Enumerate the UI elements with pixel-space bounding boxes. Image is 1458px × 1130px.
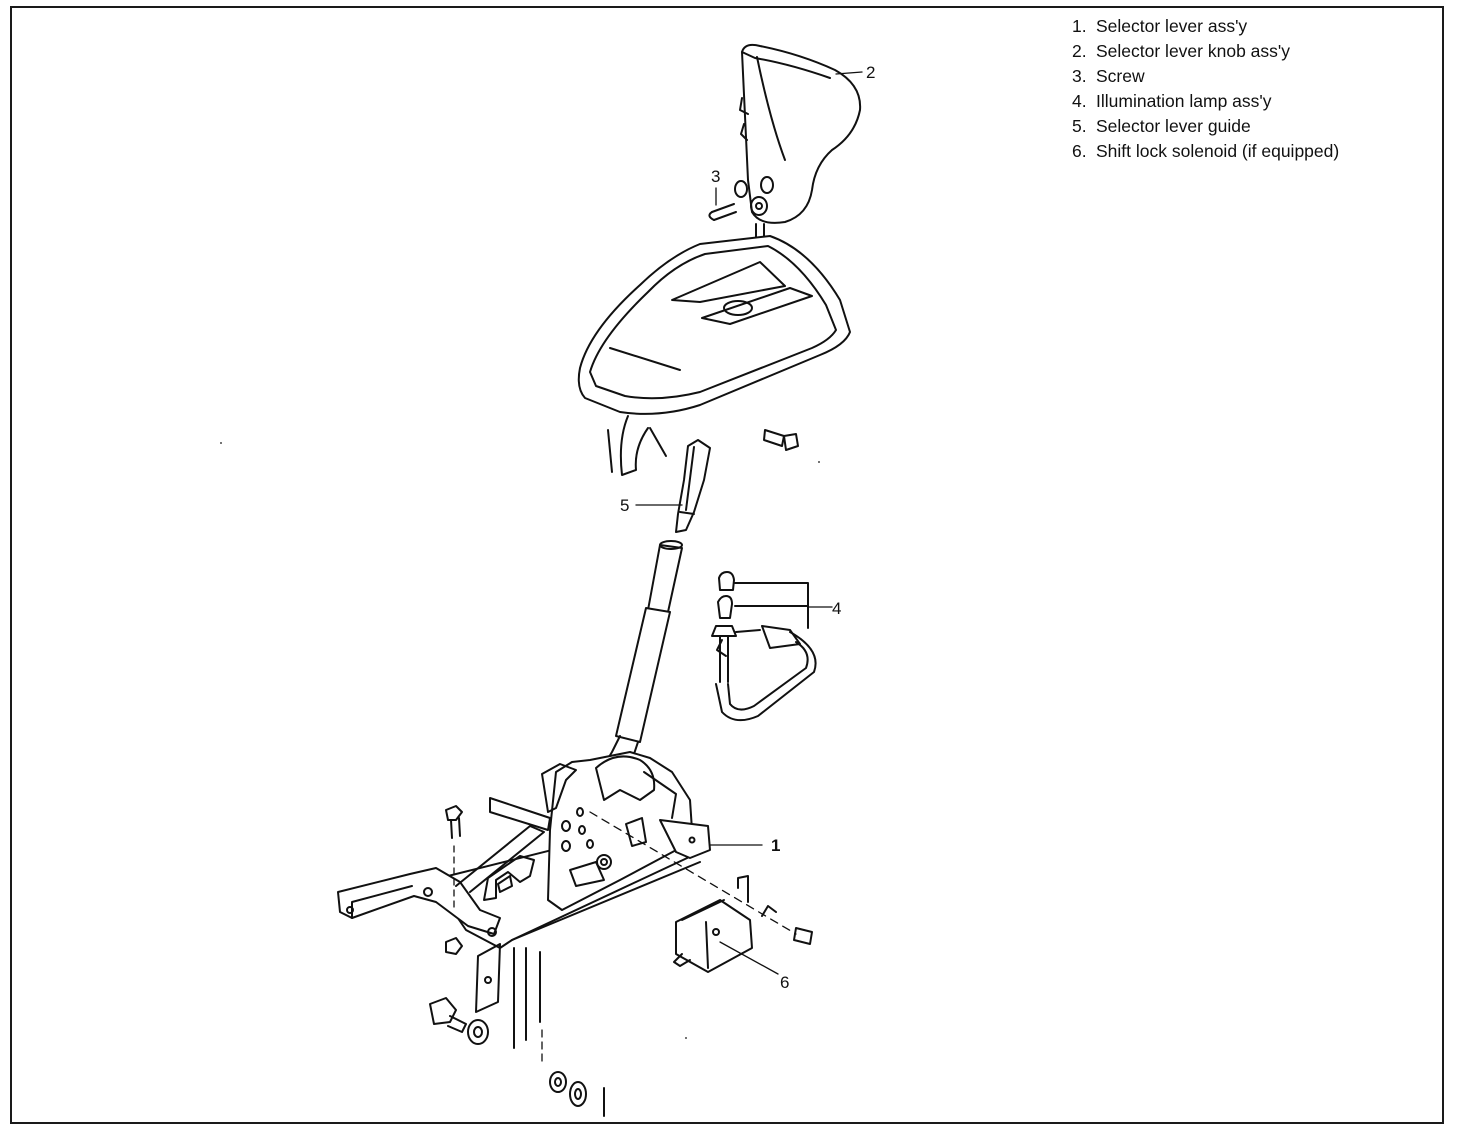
knob-screw xyxy=(708,176,774,221)
selector-lever-knob xyxy=(739,43,863,243)
selector-lever-rod xyxy=(605,540,683,763)
cover-bolt xyxy=(763,429,799,451)
legend-item-4: 4.Illumination lamp ass'y xyxy=(1072,91,1272,111)
bracket-bolt xyxy=(445,805,463,955)
legend-item-1: 1.Selector lever ass'y xyxy=(1072,16,1248,36)
lower-fasteners xyxy=(429,997,605,1117)
selector-lever-base xyxy=(337,751,763,1049)
legend-item-5: 5.Selector lever guide xyxy=(1072,116,1251,136)
console-cover xyxy=(577,235,851,476)
selector-lever-guide xyxy=(635,439,711,533)
callout-3: 3 xyxy=(711,167,720,186)
scan-marks xyxy=(220,442,820,1039)
legend-item-6: 6.Shift lock solenoid (if equipped) xyxy=(1072,141,1340,161)
callout-6: 6 xyxy=(780,973,789,992)
shift-lock-solenoid xyxy=(589,811,813,975)
parts-legend: 1.Selector lever ass'y 2.Selector lever … xyxy=(1072,14,1339,164)
callout-5: 5 xyxy=(620,496,629,515)
illumination-lamp xyxy=(711,571,833,722)
callout-4: 4 xyxy=(832,599,841,618)
callout-1: 1 xyxy=(771,836,780,855)
legend-item-3: 3.Screw xyxy=(1072,66,1145,86)
callout-2: 2 xyxy=(866,63,875,82)
legend-item-2: 2.Selector lever knob ass'y xyxy=(1072,41,1290,61)
